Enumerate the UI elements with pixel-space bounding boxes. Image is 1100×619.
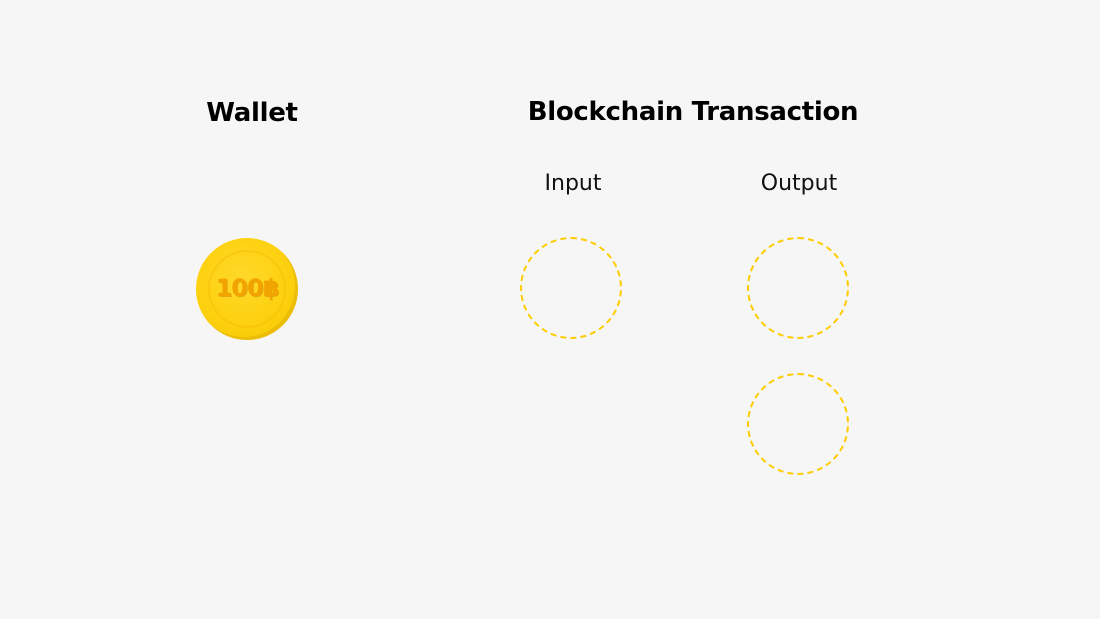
blockchain-transaction-title: Blockchain Transaction — [527, 97, 859, 127]
coin-rim — [208, 250, 286, 328]
input-slot — [520, 237, 622, 339]
output-slot-2 — [747, 373, 849, 475]
coin-value: 100฿ — [215, 274, 280, 302]
output-label: Output — [760, 171, 838, 196]
bitcoin-coin[interactable]: 100฿ — [196, 238, 298, 340]
input-label: Input — [544, 171, 602, 196]
output-slot-1 — [747, 237, 849, 339]
wallet-title: Wallet — [206, 98, 298, 128]
